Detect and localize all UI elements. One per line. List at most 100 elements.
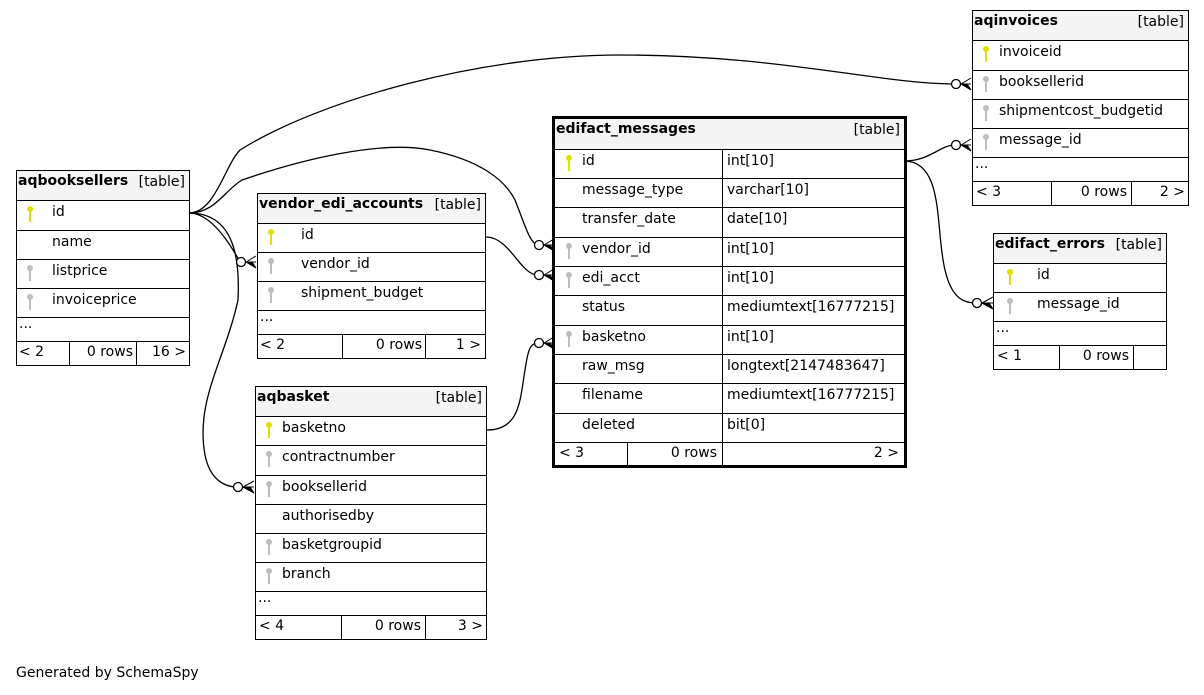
edge-edifact-messages-edifact-errors — [903, 160, 977, 304]
column-type: int[10] — [727, 153, 774, 169]
primary-key-icon — [1007, 269, 1013, 285]
row-count: 0 rows — [1082, 348, 1129, 364]
table-header: vendor_edi_accounts [table] — [258, 194, 485, 223]
column-row[interactable]: booksellerid — [256, 475, 486, 504]
table-edifact-errors[interactable]: edifact_errors [table] id message_id ...… — [993, 233, 1167, 370]
primary-key-icon — [266, 422, 272, 438]
column-name: message_id — [999, 132, 1082, 148]
column-name: vendor_id — [582, 241, 651, 257]
column-row[interactable]: branch — [256, 562, 486, 591]
column-row[interactable]: filename mediumtext[16777215] — [555, 383, 904, 413]
more-columns-ellipsis: ... — [258, 590, 272, 606]
foreign-key-icon — [266, 451, 272, 467]
crowfoot-circle — [533, 337, 545, 349]
edge-aqbooksellers-aqbasket — [188, 212, 239, 488]
crowfoot-circle — [971, 297, 983, 309]
children-count[interactable]: 16 > — [152, 344, 186, 360]
parents-count[interactable]: < 1 — [997, 348, 1023, 364]
column-row[interactable]: basketno — [256, 416, 486, 445]
column-name: message_id — [1037, 296, 1120, 312]
column-row[interactable]: id — [17, 200, 189, 230]
column-row[interactable]: deleted bit[0] — [555, 413, 904, 442]
table-footer: < 4 0 rows 3 > — [256, 615, 486, 639]
column-row[interactable]: basketno int[10] — [555, 325, 904, 354]
table-footer: < 1 0 rows — [994, 345, 1166, 369]
table-footer: < 3 0 rows 2 > — [555, 442, 904, 466]
crowfoot-icon — [981, 296, 994, 310]
table-aqinvoices[interactable]: aqinvoices [table] invoiceid bookselleri… — [972, 10, 1189, 206]
foreign-key-icon — [266, 481, 272, 497]
column-name: contractnumber — [282, 449, 395, 465]
table-footer: < 3 0 rows 2 > — [973, 181, 1188, 205]
parents-count[interactable]: < 3 — [976, 184, 1002, 200]
column-row[interactable]: status mediumtext[16777215] — [555, 295, 904, 325]
column-name: id — [52, 204, 65, 220]
column-row[interactable]: name — [17, 230, 189, 259]
column-name: message_type — [582, 182, 684, 198]
column-type: int[10] — [727, 270, 774, 286]
column-row[interactable]: invoiceprice — [17, 288, 189, 317]
more-columns-row: ... — [258, 309, 485, 334]
crowfoot-icon — [242, 480, 255, 494]
children-count[interactable]: 2 > — [873, 445, 899, 461]
primary-key-icon — [983, 46, 989, 62]
edge-vendor-edi-accounts-edifact-messages — [485, 236, 539, 276]
crowfoot-circle — [950, 139, 962, 151]
table-edifact-messages[interactable]: edifact_messages [table] id int[10] mess… — [552, 116, 907, 468]
foreign-key-icon — [566, 331, 572, 347]
table-aqbooksellers[interactable]: aqbooksellers [table] id name listprice … — [16, 170, 190, 366]
column-row[interactable]: basketgroupid — [256, 533, 486, 562]
column-name: deleted — [582, 417, 635, 433]
column-row[interactable]: message_type varchar[10] — [555, 178, 904, 207]
column-type: mediumtext[16777215] — [727, 299, 895, 315]
table-aqbasket[interactable]: aqbasket [table] basketno contractnumber… — [255, 386, 487, 640]
column-row[interactable]: transfer_date date[10] — [555, 207, 904, 237]
column-type: varchar[10] — [727, 182, 809, 198]
table-name: aqinvoices — [974, 13, 1058, 29]
column-row[interactable]: edi_acct int[10] — [555, 266, 904, 295]
table-kind: [table] — [1137, 14, 1184, 30]
children-count[interactable]: 1 > — [455, 337, 481, 353]
column-row[interactable]: invoiceid — [973, 40, 1188, 70]
foreign-key-icon — [266, 539, 272, 555]
foreign-key-icon — [983, 105, 989, 121]
column-row[interactable]: id int[10] — [555, 149, 904, 178]
parents-count[interactable]: < 3 — [559, 445, 585, 461]
column-row[interactable]: raw_msg longtext[2147483647] — [555, 354, 904, 383]
column-row[interactable]: vendor_id int[10] — [555, 237, 904, 266]
edge-aqbasket-edifact-messages — [486, 342, 539, 431]
column-row[interactable]: shipmentcost_budgetid — [973, 99, 1188, 128]
table-header: aqbooksellers [table] — [17, 171, 189, 200]
column-row[interactable]: shipment_budget — [258, 281, 485, 310]
generated-by-note: Generated by SchemaSpy — [16, 665, 199, 681]
column-row[interactable]: authorisedby — [256, 504, 486, 533]
column-name: basketno — [582, 329, 646, 345]
table-kind: [table] — [1115, 237, 1162, 253]
table-name: vendor_edi_accounts — [259, 196, 424, 212]
crowfoot-circle — [950, 78, 962, 90]
column-name: id — [1037, 267, 1050, 283]
foreign-key-icon — [983, 76, 989, 92]
crowfoot-icon — [959, 77, 972, 91]
more-columns-ellipsis: ... — [260, 309, 274, 325]
column-row[interactable]: booksellerid — [973, 70, 1188, 99]
column-row[interactable]: message_id — [973, 128, 1188, 157]
column-name: basketno — [282, 420, 346, 436]
parents-count[interactable]: < 4 — [259, 618, 285, 634]
children-count[interactable]: 2 > — [1159, 184, 1185, 200]
table-vendor-edi-accounts[interactable]: vendor_edi_accounts [table] id vendor_id… — [257, 193, 486, 359]
parents-count[interactable]: < 2 — [260, 337, 286, 353]
column-row[interactable]: listprice — [17, 259, 189, 288]
column-name: listprice — [52, 263, 108, 279]
column-row[interactable]: id — [994, 263, 1166, 292]
foreign-key-icon — [983, 134, 989, 150]
children-count[interactable]: 3 > — [457, 618, 483, 634]
column-row[interactable]: message_id — [994, 292, 1166, 321]
column-row[interactable]: vendor_id — [258, 252, 485, 281]
foreign-key-icon — [1007, 298, 1013, 314]
column-row[interactable]: contractnumber — [256, 445, 486, 475]
column-name: booksellerid — [282, 479, 367, 495]
crowfoot-icon — [959, 138, 972, 152]
parents-count[interactable]: < 2 — [19, 344, 45, 360]
column-row[interactable]: id — [258, 223, 485, 252]
